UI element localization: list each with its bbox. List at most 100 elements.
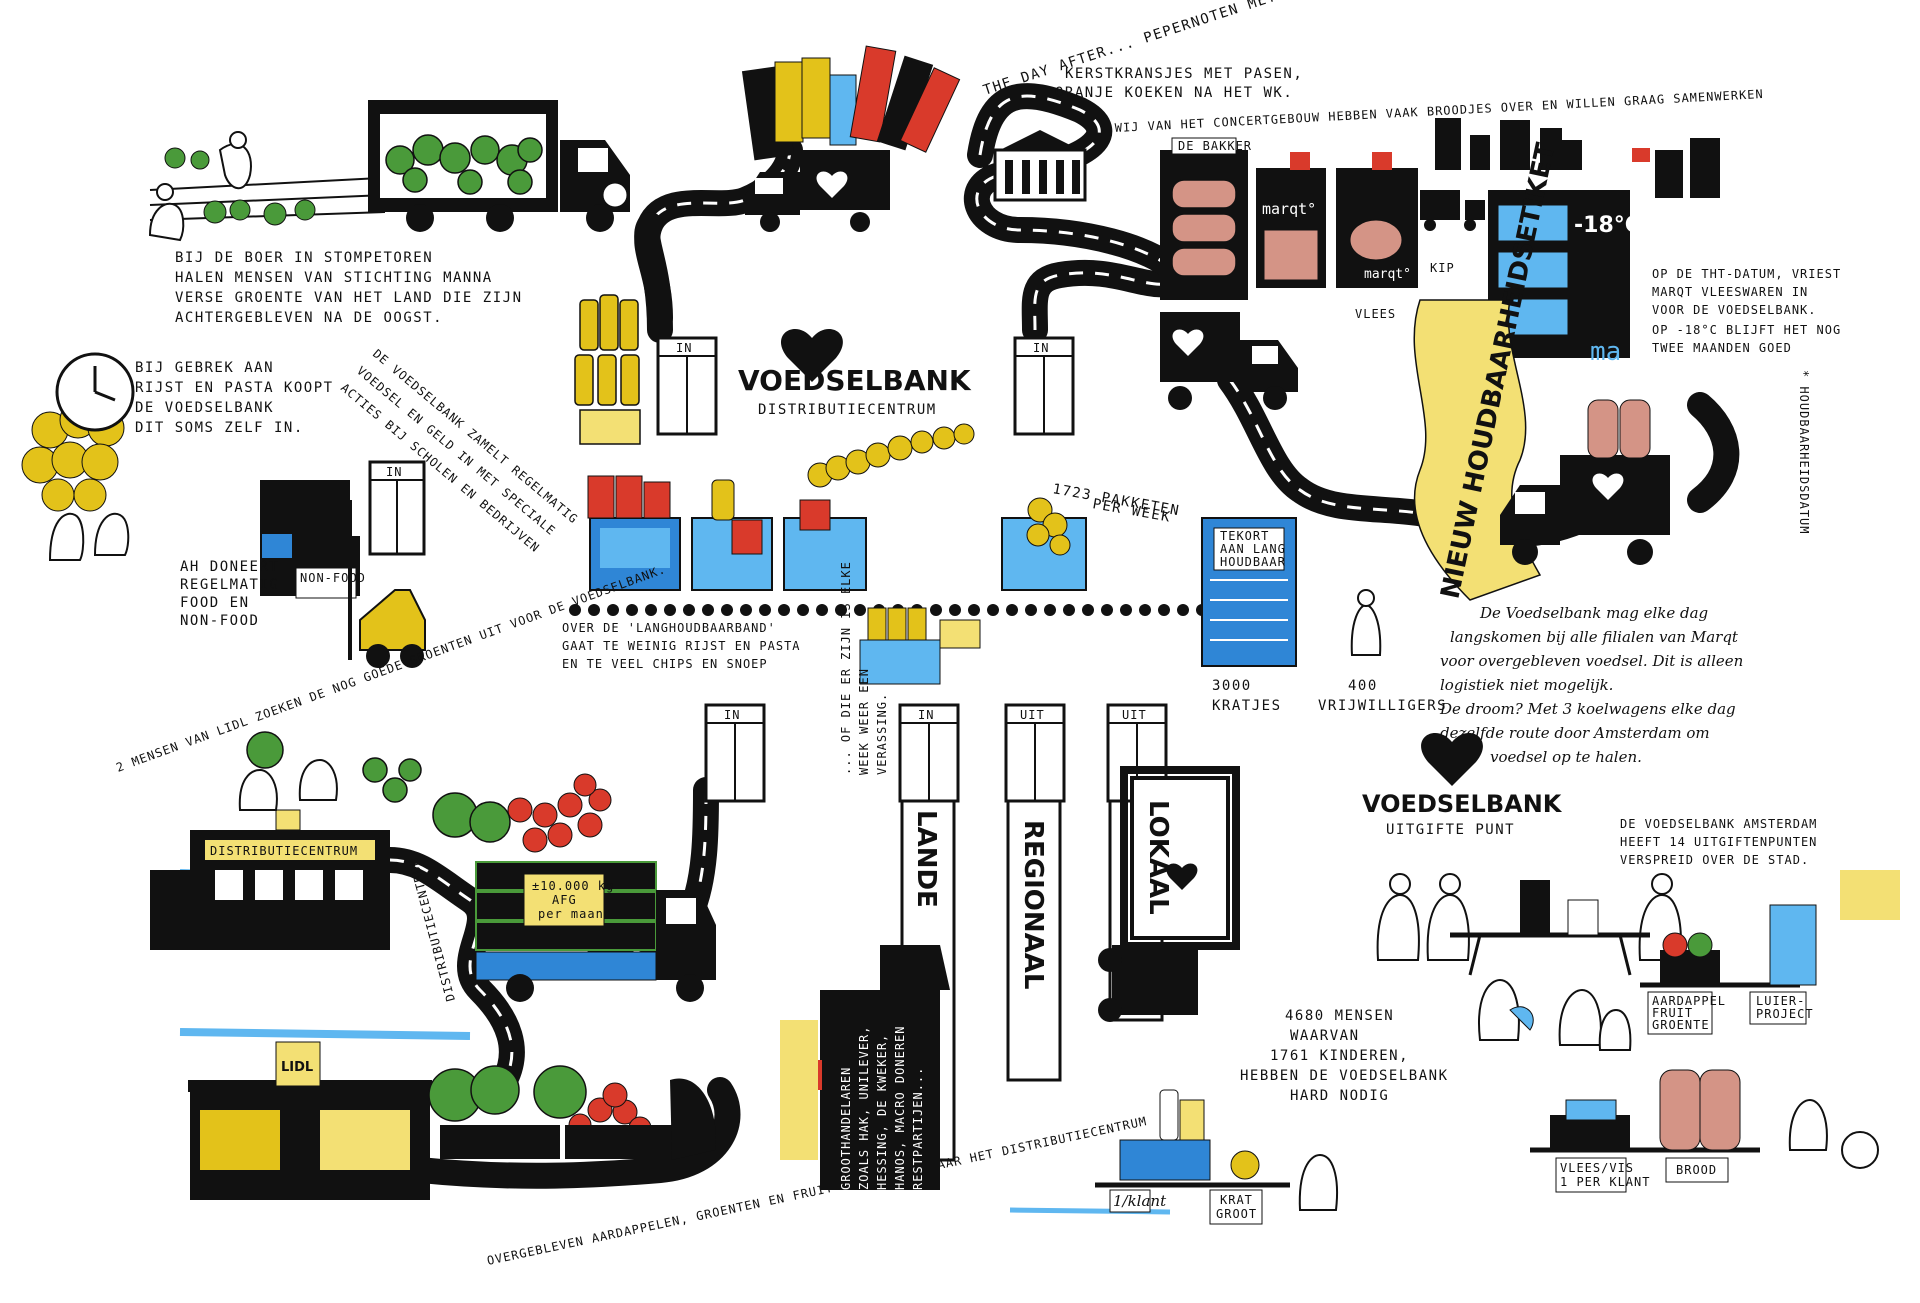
conveyor-dot xyxy=(1082,604,1094,616)
rust-line-3: DE VOEDSELBANK xyxy=(135,400,274,416)
families xyxy=(1478,978,1632,1051)
person-figure-icon xyxy=(48,512,85,561)
lidl-store: LIDL xyxy=(188,1041,432,1200)
rust-line-4: DIT SOMS ZELF IN. xyxy=(135,420,304,436)
conveyor-dot xyxy=(740,604,752,616)
mensen-line-5: HARD NODIG xyxy=(1290,1088,1389,1104)
rust-line-2: RIJST EN PASTA KOOPT xyxy=(135,380,334,396)
lidl-dc-building: DISTRIBUTIECENTRUM xyxy=(150,809,390,950)
conveyor-dot xyxy=(930,604,942,616)
person-figure-icon xyxy=(1389,873,1411,895)
door-label: UIT xyxy=(1020,708,1045,722)
cabbages xyxy=(428,1065,587,1122)
person-figure-icon xyxy=(1298,1153,1338,1211)
truck-icon xyxy=(745,150,890,232)
distribution-table xyxy=(1450,880,1650,976)
person-figure-icon xyxy=(218,143,252,190)
conveyor-dot xyxy=(645,604,657,616)
stats: 3000 KRATJES 400 VRIJWILLIGERS xyxy=(1212,589,1446,714)
distributiecentrum-logo: VOEDSELBANK DISTRIBUTIECENTRUM xyxy=(738,328,972,418)
door-label: IN xyxy=(918,708,934,722)
truck-icon xyxy=(368,100,630,232)
door-label: IN xyxy=(676,341,692,355)
afg-line-1: ±10.000 kg xyxy=(532,879,614,893)
ah-line-2: REGELMATIG xyxy=(180,577,279,593)
road-landelijk: LANDE xyxy=(911,810,941,908)
tht-line-3: VOOR DE VOEDSELBANK. xyxy=(1652,303,1817,317)
vlees-table: VLEES/VIS 1 PER KLANT BROOD xyxy=(1530,1069,1879,1193)
door-icon: IN xyxy=(368,460,426,556)
aardappel-line-2: FRUIT xyxy=(1652,1006,1693,1020)
verassing-line-3: VERASSING. xyxy=(875,693,889,775)
conveyor-dot xyxy=(721,604,733,616)
oil-bottles xyxy=(574,294,641,445)
conveyor-dot xyxy=(797,604,809,616)
marqt-story-line-6: dezelfde route door Amsterdam om xyxy=(1440,724,1710,742)
uitgifte-line-3: VERSPREID OVER DE STAD. xyxy=(1620,853,1809,867)
person-figure-icon xyxy=(1558,988,1602,1046)
pasta-cluster xyxy=(807,423,1071,556)
conveyor-dot xyxy=(854,604,866,616)
conveyor-dot xyxy=(1120,604,1132,616)
truck-icon xyxy=(1500,399,1670,565)
tht-line-1: OP DE THT-DATUM, VRIEST xyxy=(1652,267,1841,281)
conveyor-dot xyxy=(987,604,999,616)
heart-fork-logo-icon xyxy=(1166,863,1198,890)
door-label: UIT xyxy=(1122,708,1147,722)
conveyor-dot xyxy=(759,604,771,616)
people-group xyxy=(1376,873,1682,961)
concertgebouw-building xyxy=(993,130,1087,202)
cookie-boxes xyxy=(741,45,961,161)
ma-label: ma xyxy=(1590,337,1621,367)
uitgifte-logo: VOEDSELBANK UITGIFTE PUNT xyxy=(1362,732,1563,838)
person-figure-icon xyxy=(1426,893,1470,961)
person-figure-icon xyxy=(148,202,185,242)
door-icon: IN xyxy=(656,336,718,436)
temperature-label: -18°C xyxy=(1574,213,1641,238)
center-logo-subtitle: DISTRIBUTIECENTRUM xyxy=(758,402,937,418)
mensen-line-2: WAARVAN xyxy=(1290,1028,1360,1044)
conveyor-dot xyxy=(1139,604,1151,616)
truck-icon xyxy=(1160,312,1298,410)
vrijwilligers-value: 400 xyxy=(1348,678,1378,694)
ah-box-label: NON-FOOD xyxy=(300,571,366,585)
krat-line-2: GROOT xyxy=(1216,1207,1257,1221)
aardappel-table: AARDAPPEL FRUIT GROENTE LUIER- PROJECT xyxy=(1640,904,1817,1035)
person-figure-icon xyxy=(93,512,130,556)
door-label: IN xyxy=(1033,341,1049,355)
uitgifte-line-1: DE VOEDSELBANK AMSTERDAM xyxy=(1620,817,1817,831)
marqt-story-line-1: De Voedselbank mag elke dag xyxy=(1479,604,1708,622)
uitgifte-line-2: HEEFT 14 UITGIFTENPUNTEN xyxy=(1620,835,1817,849)
groothandel-line-3: HESSING, DE KWEKER, xyxy=(875,1034,889,1190)
city-skyline xyxy=(1435,118,1720,198)
tekort-line-1: TEKORT xyxy=(1220,529,1269,543)
door-group: IN IN IN IN IN xyxy=(368,336,1168,803)
vlees-line-1: VLEES/VIS xyxy=(1560,1161,1634,1175)
person-figure-icon xyxy=(1357,589,1375,607)
kratjes-value: 3000 xyxy=(1212,678,1252,694)
conveyor-dot xyxy=(1025,604,1037,616)
marqt-label: marqt° xyxy=(1364,267,1411,282)
mensen-line-3: 1761 KINDEREN, xyxy=(1270,1048,1409,1064)
ah-line-1: AH DONEERT xyxy=(180,559,279,575)
tht-line-4: OP -18°C BLIJFT HET NOG xyxy=(1652,323,1841,337)
aardappel-line-3: GROENTE xyxy=(1652,1018,1710,1032)
person-figure-icon xyxy=(1651,873,1673,895)
mensen-line-4: HEBBEN DE VOEDSELBANK xyxy=(1240,1068,1449,1084)
langhoudbaar-line-2: GAAT TE WEINIG RIJST EN PASTA xyxy=(562,639,801,653)
wholesale-truck xyxy=(780,945,950,1190)
kip-label: KIP xyxy=(1430,261,1455,275)
conveyor-dot xyxy=(1063,604,1075,616)
marqt-story-line-7: voedsel op te halen. xyxy=(1490,748,1642,766)
heart-fork-logo-icon xyxy=(1172,329,1204,356)
door-icon: UIT xyxy=(1004,703,1066,803)
door-label: IN xyxy=(724,708,740,722)
brood-label: BROOD xyxy=(1676,1163,1717,1177)
marqt-story-line-3: voor overgebleven voedsel. Dit is alleen xyxy=(1440,652,1743,670)
bread-loaves xyxy=(1171,179,1237,277)
cart-icon xyxy=(1841,1131,1879,1169)
conveyor-dot xyxy=(588,604,600,616)
cabbages xyxy=(246,731,511,843)
conveyor-dot xyxy=(816,604,828,616)
